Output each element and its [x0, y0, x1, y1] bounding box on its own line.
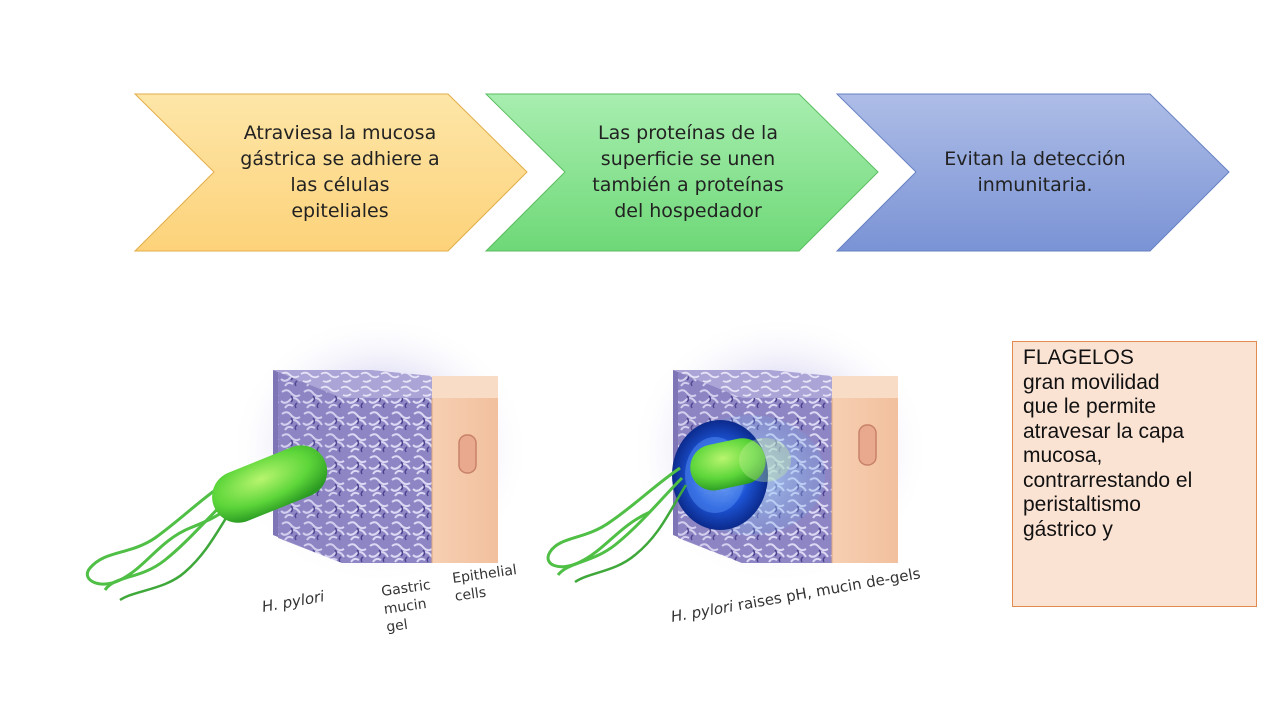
chevron-step-2	[484, 93, 879, 252]
process-chevrons	[133, 93, 1230, 252]
hpylori-illustration: H. pylori Gastric mucin gel Epithelial c…	[86, 315, 930, 636]
label-hpylori: H. pylori	[261, 587, 327, 616]
note-line: atravesar la capa	[1023, 419, 1185, 443]
note-line: contrarrestando el	[1023, 468, 1193, 492]
note-line: FLAGELOS	[1023, 346, 1134, 369]
label-gastric-mucin-gel: Gastric mucin gel	[380, 577, 441, 636]
note-line: peristaltismo	[1023, 493, 1141, 516]
flagelos-note: FLAGELOS gran movilidad que le permite a…	[1012, 341, 1257, 607]
note-line: que le permite	[1023, 395, 1157, 418]
chevron-step-1	[133, 93, 528, 252]
note-line: gástrico y	[1023, 517, 1113, 541]
note-line: mucosa,	[1023, 444, 1103, 467]
chevron-step-3	[835, 93, 1230, 252]
right-bacterium	[546, 438, 791, 584]
left-bacterium	[86, 445, 328, 602]
label-epithelial-cells: Epithelial cells	[451, 561, 524, 604]
note-line: gran movilidad	[1023, 370, 1160, 394]
